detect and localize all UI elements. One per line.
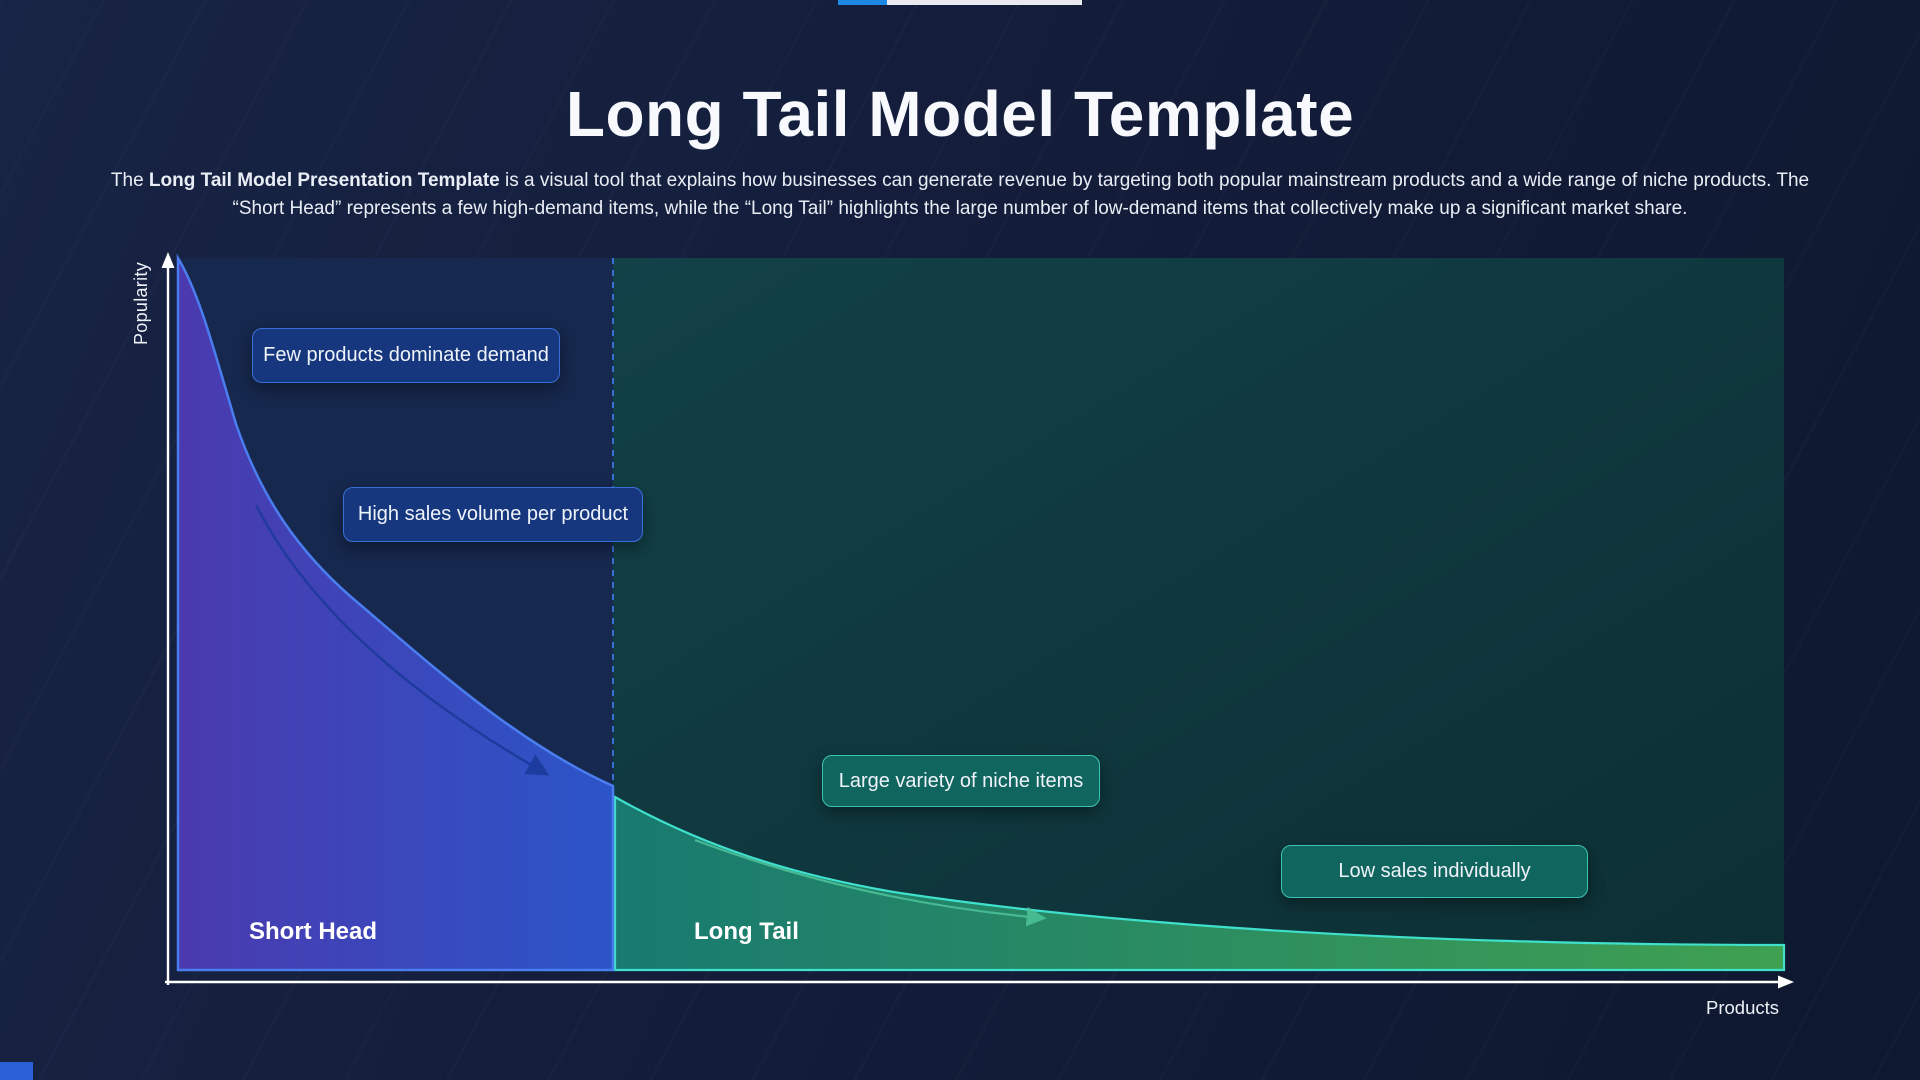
callout-large-variety-of-niche-items: Large variety of niche items — [822, 755, 1100, 807]
description-line2: “Short Head” represents a few high-deman… — [232, 197, 1688, 219]
corner-accent — [0, 1062, 33, 1080]
page-title: Long Tail Model Template — [565, 78, 1355, 150]
x-axis-arrowhead — [1778, 975, 1794, 989]
callout-high-sales-volume-per-product: High sales volume per product — [343, 487, 643, 542]
long-tail-area — [613, 795, 1786, 972]
x-axis-label: Products — [1706, 997, 1780, 1018]
plot-right-background — [613, 258, 1784, 970]
callout-few-products-dominate-demand: Few products dominate demand — [252, 328, 560, 383]
short-head-trend-arrow — [254, 504, 550, 776]
slide-progress-fill — [838, 0, 887, 5]
callout-low-sales-individually: Low sales individually — [1281, 845, 1588, 898]
description-line1: The Long Tail Model Presentation Templat… — [110, 170, 1810, 191]
slide-progress-bar[interactable] — [838, 0, 1082, 5]
short-head-area — [176, 253, 615, 972]
y-axis-label: Popularity — [131, 262, 151, 346]
description: The Long Tail Model Presentation Templat… — [0, 167, 1920, 222]
short-head-label: Short Head — [249, 918, 378, 945]
y-axis-arrowhead — [161, 252, 175, 268]
long-tail-trend-arrow — [694, 838, 1047, 927]
long-tail-label: Long Tail — [694, 918, 799, 945]
